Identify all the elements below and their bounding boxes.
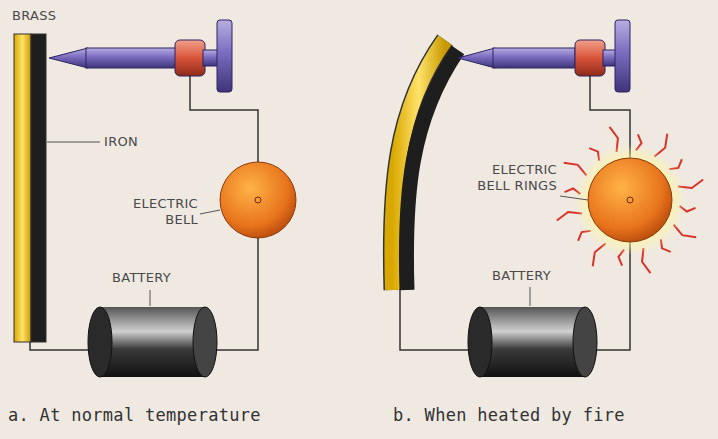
contact-screw [458, 20, 630, 92]
part-label: ELECTRIC BELL RINGS [475, 162, 557, 195]
leader-lines [47, 142, 588, 306]
bell-stud [627, 197, 633, 203]
contact-screw [49, 20, 232, 92]
part-label: ELECTRIC BELL [106, 196, 198, 229]
battery [468, 307, 597, 377]
part-label: BATTERY [112, 270, 171, 286]
caption: a. At normal temperature [8, 405, 261, 426]
electric-bell [220, 162, 296, 238]
bell-stud [255, 197, 261, 203]
ringing-rays [557, 127, 703, 273]
caption: b. When heated by fire [393, 405, 625, 426]
part-label: BATTERY [492, 268, 551, 284]
electric-bell [588, 158, 672, 242]
part-label: BRASS [12, 8, 56, 24]
battery [88, 307, 217, 377]
part-label: IRON [104, 134, 138, 150]
bimetallic-strip [14, 34, 46, 342]
bell-glow [574, 144, 686, 256]
bent-bimetallic-strip [392, 40, 458, 290]
